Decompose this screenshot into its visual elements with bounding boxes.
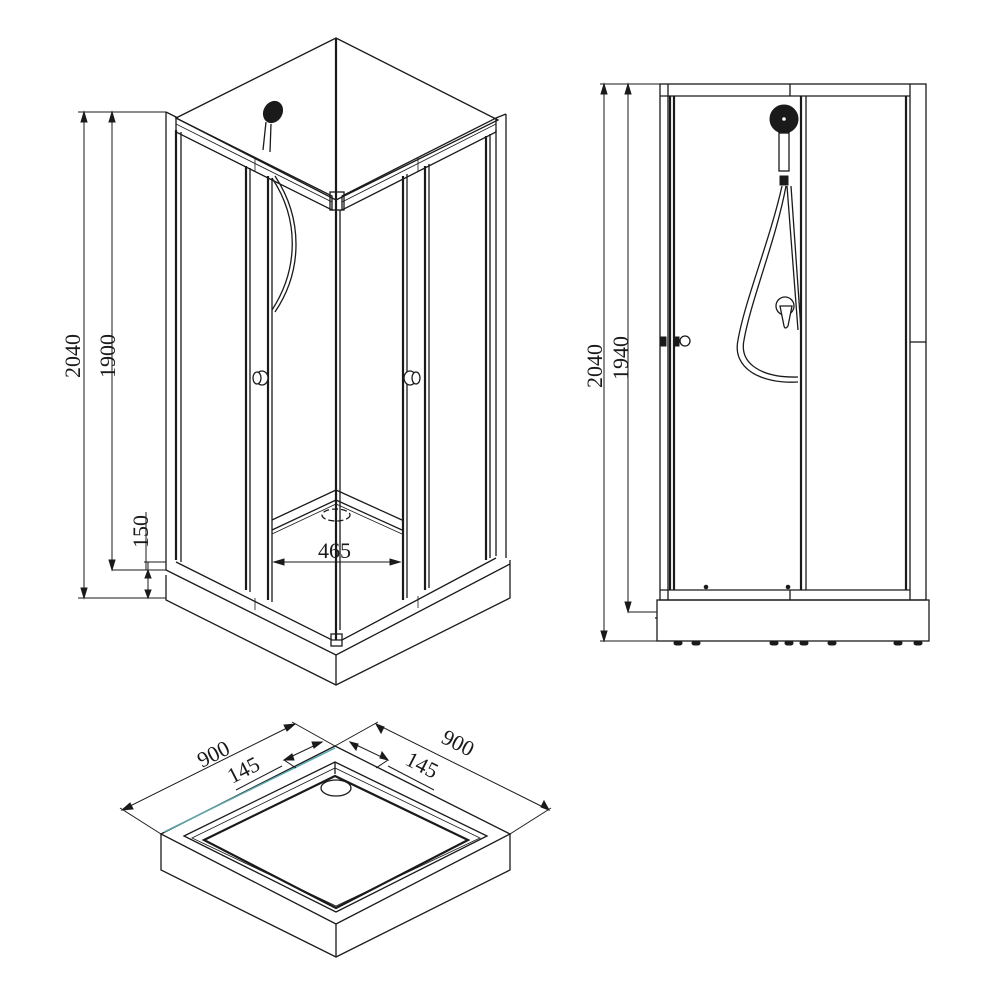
cabin-roof	[174, 37, 500, 212]
isometric-cabin-view: 465 2040 1900 150	[60, 37, 511, 686]
mixer-valve-icon	[775, 296, 795, 329]
door-handle-icon	[660, 335, 691, 347]
label-150: 150	[128, 515, 153, 548]
tray-isometric-view: 900 145 900 145	[119, 721, 552, 958]
label-900-right: 900	[438, 724, 479, 761]
shower-head-icon	[736, 104, 802, 383]
tray-inner-view	[271, 489, 403, 535]
dimension-door-opening: 465	[272, 538, 402, 566]
drain-icon	[320, 779, 352, 797]
dimension-rim-right: 145	[348, 741, 443, 791]
shower-head-icon	[262, 100, 297, 313]
dimension-enclosure-height-right: 1940	[608, 82, 657, 614]
left-panel	[165, 111, 273, 602]
dimension-rim-left: 145	[223, 741, 324, 791]
cabin-base	[165, 557, 511, 686]
label-145-right: 145	[402, 746, 443, 783]
front-elevation-view: 2040 1940	[582, 82, 930, 646]
dimension-enclosure-height-left: 1900	[95, 110, 166, 572]
dimension-tray-height: 150	[128, 512, 166, 600]
label-2040-left: 2040	[60, 334, 85, 378]
label-1900: 1900	[95, 334, 120, 378]
label-465: 465	[318, 538, 351, 563]
front-base	[655, 599, 930, 646]
dimension-total-height-left: 2040	[60, 110, 166, 600]
right-panel	[401, 113, 507, 600]
label-2040-right: 2040	[582, 344, 607, 388]
label-1940: 1940	[608, 336, 633, 380]
dimension-total-height-right: 2040	[582, 82, 660, 643]
